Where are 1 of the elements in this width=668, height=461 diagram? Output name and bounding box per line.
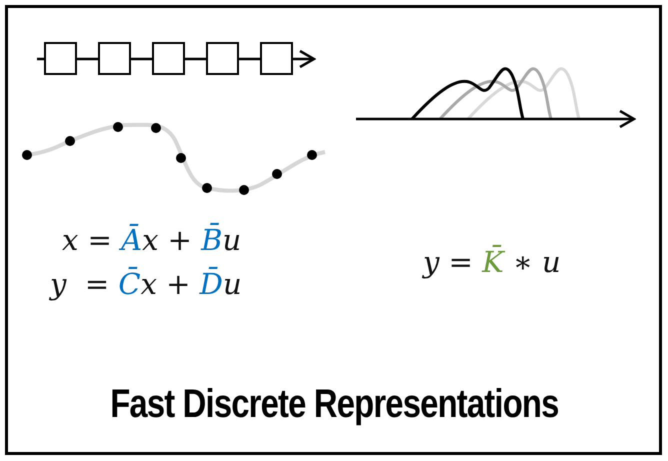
- title: Fast Discrete Representations: [108, 382, 560, 427]
